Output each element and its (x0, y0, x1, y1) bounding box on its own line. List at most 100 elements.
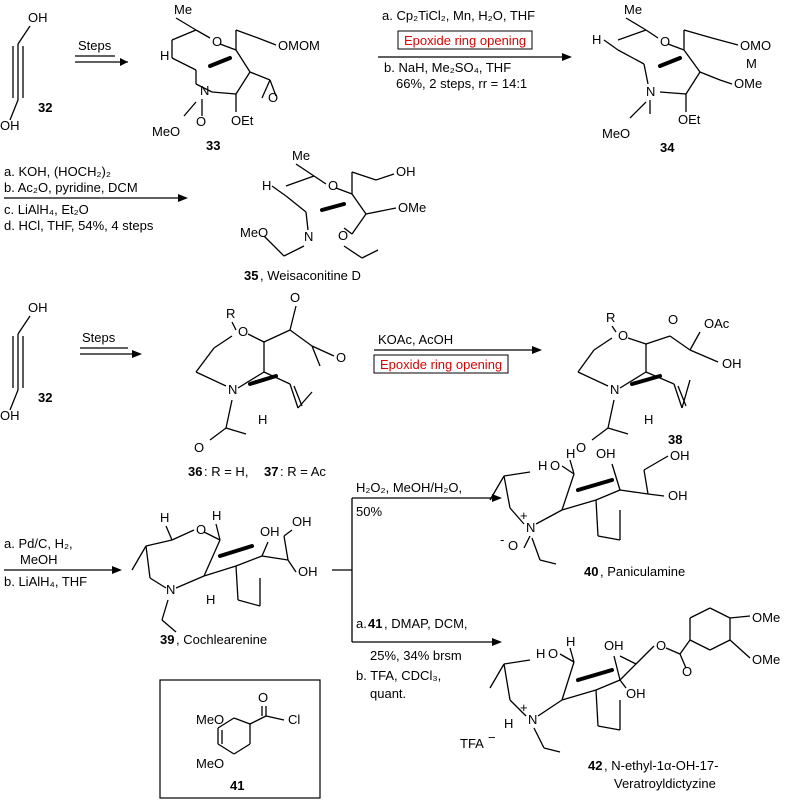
steps-label: Steps (78, 38, 112, 53)
counterion-tfa: TFA (460, 736, 484, 751)
atom-o: O (618, 328, 628, 343)
atom-m: M (746, 56, 757, 71)
atom-h: H (160, 510, 169, 525)
atom-n: N (200, 83, 209, 98)
atom-o: O (508, 538, 518, 553)
steps-label: Steps (82, 330, 116, 345)
arrowhead (178, 194, 188, 202)
atom-oet: OEt (231, 113, 254, 128)
atom-o: O (212, 34, 222, 49)
epoxide-opening-label: Epoxide ring opening (404, 33, 526, 48)
reagent-label: KOAc, AcOH (378, 332, 453, 347)
atom-h: H (206, 592, 215, 607)
yield-upper: 50% (356, 504, 382, 519)
compound-label-36: 36 (188, 464, 202, 479)
atom-o: O (290, 290, 300, 305)
atom-cl: Cl (288, 712, 300, 727)
atom-meo: MeO (240, 225, 268, 240)
atom-meo: MeO (152, 124, 180, 139)
reagent-step-a-solvent: MeOH (20, 552, 58, 567)
atom-omo: OMO (740, 38, 771, 53)
atom-o: O (238, 324, 248, 339)
charge-minus: - (500, 532, 504, 547)
compound-name-42: , N-ethyl-1α-OH-17- (604, 758, 718, 773)
reagent-lower-41: 41 (368, 616, 382, 631)
atom-h: H (538, 458, 547, 473)
atom-o: O (576, 440, 586, 455)
atom-me: Me (174, 2, 192, 17)
atom-ome: OMe (734, 76, 762, 91)
compound-38-structure: R O O OAc OH N H O (576, 310, 742, 455)
reagent-lower-a: , DMAP, DCM, (384, 616, 468, 631)
atom-n: N (166, 582, 175, 597)
atom-omom: OMOM (278, 38, 320, 53)
atom-o: O (682, 664, 692, 679)
compound-33-structure: Me O H OMOM N MeO O OEt O (152, 2, 320, 139)
compound-label-33: 33 (206, 138, 220, 153)
arrowhead (492, 638, 502, 646)
atom-o: O (196, 522, 206, 537)
arrowhead (120, 58, 128, 66)
atom-h: H (644, 412, 653, 427)
atom-oet: OEt (678, 112, 701, 127)
reagent-step-b: b. Ac₂O, pyridine, DCM (4, 180, 138, 195)
atom-n: N (526, 520, 535, 535)
compound-label-39: 39 (160, 632, 174, 647)
compound-label-41: 41 (230, 778, 244, 793)
compound-label-32: 32 (38, 390, 52, 405)
atom-r: R (606, 310, 615, 325)
atom-h: H (262, 178, 271, 193)
atom-ome: OMe (398, 200, 426, 215)
atom-oh: OH (604, 638, 624, 653)
charge-plus: + (520, 508, 528, 523)
epoxide-opening-label: Epoxide ring opening (380, 357, 502, 372)
arrowhead (562, 53, 572, 61)
reagent-step-a: a. Pd/C, H₂, (4, 536, 73, 551)
atom-o: O (660, 34, 670, 49)
atom-oh: OH (626, 686, 646, 701)
compound-40-structure: OH OH OH H O H N + O - (489, 446, 690, 565)
arrowhead (132, 350, 142, 358)
compound-label-37: 37 (264, 464, 278, 479)
compound-41-structure: MeO MeO O Cl (196, 690, 300, 771)
atom-oh: OH (722, 356, 742, 371)
reagent-lower-b: b. TFA, CDCl₃, (356, 668, 441, 683)
scheme1: OH OH 32 Steps Me O H OMOM N MeO O OEt O (0, 2, 771, 283)
compound-note-36: : R = H, (204, 464, 248, 479)
atom-oh: OH (670, 448, 690, 463)
atom-h: H (160, 48, 169, 63)
reagent-upper: H₂O₂, MeOH/H₂O, (356, 480, 462, 495)
atom-meo: MeO (196, 756, 224, 771)
atom-n: N (528, 712, 537, 727)
atom-oh: OH (260, 524, 280, 539)
atom-oh: OH (396, 164, 416, 179)
atom-o: O (656, 638, 666, 653)
charge-plus: + (520, 700, 528, 715)
atom-oh: OH (596, 446, 616, 461)
compound-36-structure: R O O O N H O (194, 290, 346, 455)
compound-note-37: : R = Ac (280, 464, 326, 479)
atom-ome: OMe (752, 652, 780, 667)
reagent-step-b: b. NaH, Me₂SO₄, THF (384, 60, 511, 75)
atom-h: H (566, 634, 575, 649)
compound-label-34: 34 (660, 140, 675, 155)
reagent-step-a: a. KOH, (HOCH₂)₂ (4, 164, 111, 179)
atom-o: O (336, 350, 346, 365)
atom-me: Me (292, 148, 310, 163)
compound-label-32: 32 (38, 100, 52, 115)
compound-42-structure: OMe OMe O O OH OH H O H N + H TFA − (460, 607, 780, 753)
atom-oh: OH (292, 514, 312, 529)
atom-oh: OH (668, 488, 688, 503)
reagent-lower-prefix: a. (356, 616, 367, 631)
atom-o: O (194, 440, 204, 455)
reagent-step-c: c. LiAlH₄, Et₂O (4, 202, 89, 217)
atom-h: H (212, 508, 221, 523)
compound-label-42: 42 (588, 758, 602, 773)
compound-32-structure: OH OH (0, 300, 48, 423)
reagent-step-b: b. LiAlH₄, THF (4, 574, 87, 589)
atom-n: N (646, 84, 655, 99)
compound-39-structure: H O H OH OH OH N H (131, 508, 318, 633)
atom-n: N (228, 382, 237, 397)
compound-name-39: , Cochlearenine (176, 632, 267, 647)
